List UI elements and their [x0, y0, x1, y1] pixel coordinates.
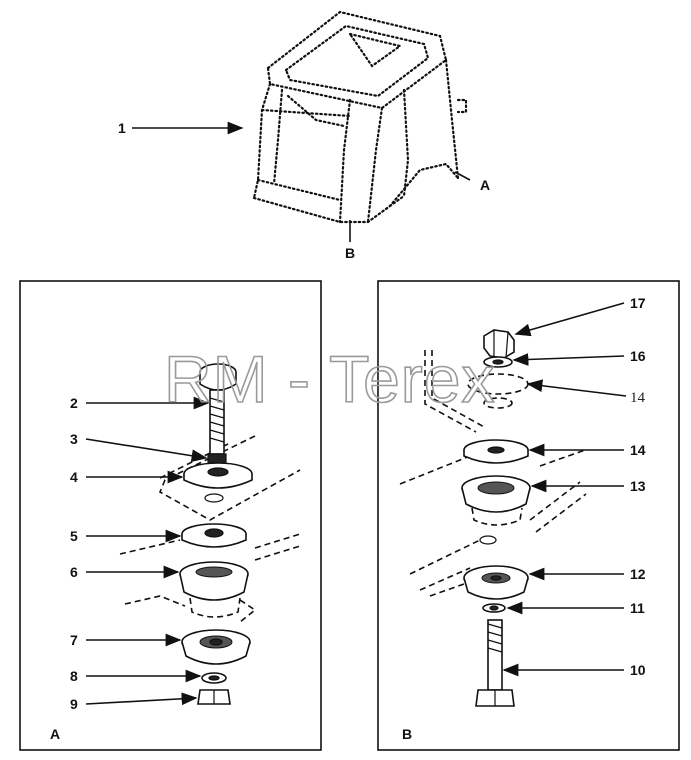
panel-a-assembly: [85, 363, 301, 706]
callout-11: 11: [630, 600, 645, 616]
callout-14-upper: 14: [630, 390, 646, 406]
callout-6: 6: [70, 564, 78, 580]
panel-a-corner-label: A: [50, 726, 60, 742]
watermark-text: RM - Terex: [164, 342, 496, 416]
cab-illustration: [132, 10, 471, 242]
callout-9: 9: [70, 696, 78, 712]
callout-3: 3: [70, 431, 78, 447]
panel-b-assembly: [399, 302, 627, 707]
callout-13: 13: [630, 478, 646, 494]
panel-b-corner-label: B: [402, 726, 412, 742]
callout-12: 12: [630, 566, 646, 582]
panel-a-frame: [19, 280, 322, 751]
callout-4: 4: [70, 469, 78, 485]
callout-5: 5: [70, 528, 78, 544]
callout-16: 16: [630, 348, 646, 364]
cab-label-a: A: [480, 177, 490, 193]
cab-label-b: B: [345, 245, 355, 261]
cab-label-1: 1: [118, 120, 126, 136]
callout-17: 17: [630, 295, 646, 311]
callout-line-a: [454, 171, 471, 181]
callout-7: 7: [70, 632, 78, 648]
callout-10: 10: [630, 662, 646, 678]
panel-b-frame: [377, 280, 680, 751]
panel-a-callouts: 2 3 4 5 6 7 8 9: [70, 395, 78, 712]
callout-2: 2: [70, 395, 78, 411]
callout-8: 8: [70, 668, 78, 684]
callout-14: 14: [630, 442, 646, 458]
panel-b-callouts: 17 16 14 14 13 12 11 10: [630, 295, 646, 678]
